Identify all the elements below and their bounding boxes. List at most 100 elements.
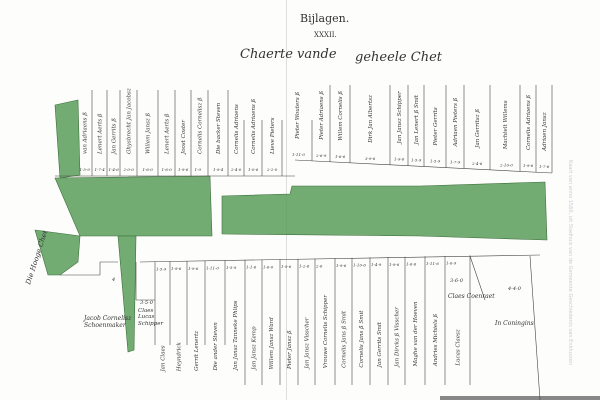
plot-size-label: 1-4-6 bbox=[109, 167, 120, 172]
plot-boundary bbox=[529, 255, 541, 400]
plot-owner-label: Jan Jansz Visscher bbox=[305, 317, 311, 369]
plot-owner-label: Claes Coenraet bbox=[448, 293, 495, 300]
plot-size-label: 1-6-0 bbox=[143, 167, 154, 172]
plot-size-label: 1-7-9 bbox=[450, 159, 461, 164]
plot-owner-label: Jan Gerrits ß bbox=[112, 118, 118, 155]
plot-size-label: 1-5-9 bbox=[226, 265, 237, 270]
plot-size-label: 3-5-0 bbox=[140, 300, 154, 306]
plot-size-label: 1-5-9 bbox=[430, 159, 441, 164]
street-green bbox=[34, 99, 548, 353]
map-title-left: Chaerte vande bbox=[240, 47, 337, 62]
plot-owner-label: Pieter Wouters ß bbox=[295, 91, 301, 139]
plot-size-label: 1-9-6 bbox=[188, 266, 199, 271]
plot-owner-label: Cornelis Jans ß Smit bbox=[359, 310, 365, 368]
map-title-right: geheele Chet bbox=[355, 50, 442, 65]
plot-owner-label: Jan Gerrits Smit bbox=[377, 321, 383, 368]
plot-owner-label: Pieter Gerrits bbox=[433, 107, 439, 146]
plot-size-label: 1-10-6 bbox=[353, 263, 366, 268]
plot-owner-label: Heyndrick bbox=[177, 342, 183, 373]
plot-size-label: 1-6-6 bbox=[335, 154, 346, 159]
plot-owner-label: Maghe van der Hoeven bbox=[413, 301, 419, 368]
plot-size-label: 1-9-6 bbox=[281, 264, 292, 269]
plot-owner-label: Cornelis Adriaens ß bbox=[526, 94, 532, 150]
plot-size-label: 1-6-9 bbox=[446, 261, 457, 266]
appendix-number: XXXII. bbox=[314, 31, 337, 39]
plot-size-label: 2-10-0 bbox=[499, 162, 513, 167]
plot-size-label: 1-7-4 bbox=[95, 167, 106, 172]
plot-owner-label: Jacob Cornelisz Schoenmaker bbox=[84, 315, 132, 329]
plot-owner-label: Jan Jansz Schipper bbox=[397, 91, 403, 145]
plot-size-label: 1-11-0 bbox=[206, 266, 219, 271]
plot-owner-label: Jan Jansz Tanneke Phlips bbox=[233, 300, 239, 371]
plot-owner-label: Jan Jansz Kemp bbox=[252, 326, 258, 371]
plot-size-label: 1-0-6 bbox=[248, 167, 259, 172]
plot-owner-label: Machtelt Willems bbox=[503, 100, 509, 150]
plot-size-label: 1-7-6 bbox=[539, 164, 550, 169]
plot-size-label: 1-5-9 bbox=[411, 157, 422, 162]
plot-size-label: 2-0-0 bbox=[123, 167, 135, 172]
street-vertical-section bbox=[54, 99, 81, 179]
plot-owner-label: Cornelis Cornelisz ß bbox=[198, 97, 204, 154]
plot-size-label: 2-6-9 bbox=[315, 153, 327, 158]
appendix-label: Bijlagen. bbox=[300, 12, 350, 25]
plot-size-label: 1-2-6 bbox=[299, 264, 310, 269]
plot-owner-label: Jan Lenert ß Smit bbox=[414, 94, 420, 145]
plot-lines bbox=[55, 85, 553, 400]
plot-size-label: 1-9 bbox=[195, 167, 202, 172]
plot-size-label: 1-5-9 bbox=[80, 167, 91, 172]
scan-edge bbox=[440, 396, 600, 400]
street-main-right bbox=[221, 181, 548, 241]
plot-owner-label: Jan Claes bbox=[161, 345, 167, 372]
plot-owner-label: Pieter Adriaens ß bbox=[319, 91, 325, 141]
plot-owner-label: In Coningins bbox=[494, 320, 534, 327]
plot-size-label: 2-4-0 bbox=[230, 167, 242, 172]
plot-size-label: 1-9-6 bbox=[523, 163, 534, 168]
street-main-left bbox=[54, 175, 213, 237]
plot-size-label: 4 bbox=[111, 277, 115, 283]
plot-owner-label: Willem Jansz ß bbox=[146, 112, 152, 154]
plot-size-label: 1-9-6 bbox=[394, 157, 405, 162]
street-left-leg bbox=[34, 229, 81, 276]
plot-owner-label: Cornelis Jans ß Smit bbox=[342, 310, 348, 368]
plot-owner-label: Pieter Jansz ß bbox=[287, 330, 293, 370]
plot-owner-label: Jan Gerritsz ß bbox=[475, 109, 481, 149]
plot-size-label: 1-5-9 bbox=[156, 267, 167, 272]
plot-size-label: 1-1-6 bbox=[246, 265, 257, 270]
plot-size-label: 1-9-6 bbox=[336, 263, 347, 268]
plot-size-label: 1-4-9 bbox=[371, 262, 382, 267]
plot-owner-label: Lieve Pieters bbox=[270, 117, 276, 155]
plot-owner-label: Lenert Aerts ß bbox=[165, 113, 171, 155]
plot-boundary bbox=[469, 255, 486, 301]
plot-owner-label: Lucas Claesz bbox=[456, 329, 462, 366]
plot-size-label: 1-9-6 bbox=[171, 266, 182, 271]
plot-size-label: 1-11-0 bbox=[292, 152, 305, 157]
street-second-leg bbox=[117, 235, 137, 353]
plot-owner-label: Adriaen Jansz bbox=[542, 112, 548, 152]
plot-owner-label: Willem Cornelis ß bbox=[338, 91, 344, 141]
plot-owner-label: Lenert Aerts ß bbox=[98, 113, 104, 155]
plot-size-label: 1-6-6 bbox=[406, 262, 417, 267]
plot-size-label: 1-6-0 bbox=[263, 264, 274, 269]
plot-owner-label: Die backer Steven bbox=[216, 102, 222, 155]
street-frontage-bottom bbox=[139, 254, 541, 263]
plot-owner-label: Dirk Jan Albertsz bbox=[368, 95, 374, 144]
plot-size-label: 2-6 bbox=[315, 263, 323, 268]
plot-owner-label: Willem Jansz Ward bbox=[269, 317, 275, 370]
plot-owner-label: van Adriaens ß bbox=[83, 112, 89, 154]
plot-owner-label: Andries Michiels ß bbox=[433, 313, 439, 367]
plot-size-label: 2-4-6 bbox=[471, 161, 483, 166]
plot-size-label: 1-9-6 bbox=[389, 262, 400, 267]
plot-owner-label: Jan Dircks ß Visscher bbox=[395, 307, 401, 368]
plot-size-label: 3-6-0 bbox=[450, 278, 464, 284]
plot-owner-label: Adriaen Pieters ß bbox=[453, 97, 459, 147]
plot-owner-label: Joost Coster bbox=[181, 120, 187, 155]
plot-owner-label: Cornelis Adriaens bbox=[234, 104, 240, 154]
plot-size-label: 2-2-0 bbox=[266, 167, 278, 172]
plot-owner-label: Gerrit Lenertz bbox=[194, 331, 200, 371]
plot-owner-label: Vrouwe Cornelis Schipper bbox=[323, 295, 329, 369]
plot-size-label: 4-4-0 bbox=[507, 286, 522, 292]
plot-size-label: 3-9-6 bbox=[365, 156, 376, 161]
